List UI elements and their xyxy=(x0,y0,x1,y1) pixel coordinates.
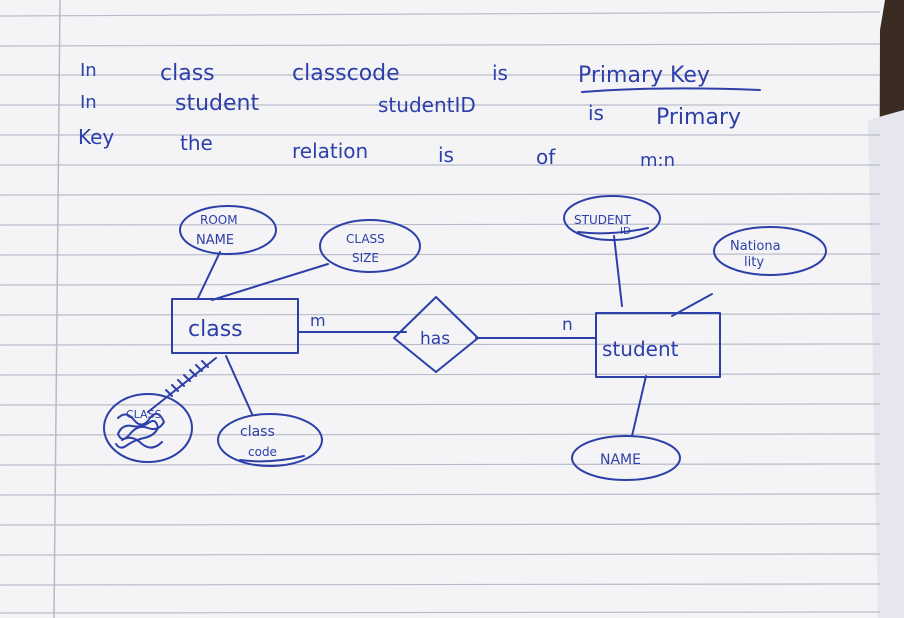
attribute-scribbled-ellipse xyxy=(103,393,193,463)
note-line1-word3: classcode xyxy=(292,61,400,86)
relationship-label: has xyxy=(420,329,450,349)
connector-studentid-student xyxy=(613,235,623,307)
attribute-class-size: CLASS SIZE xyxy=(319,219,421,273)
note-line1-word4: is xyxy=(492,61,508,85)
attribute-class-code-ellipse xyxy=(217,413,323,467)
attribute-scribbled: CLASS xyxy=(103,393,193,463)
note-line2-word1: In xyxy=(80,92,97,113)
attribute-class-code-line2: code xyxy=(248,445,277,459)
entity-student-box xyxy=(595,312,721,378)
margin-line xyxy=(53,0,61,618)
connector-class-classcode xyxy=(225,355,253,415)
note-line2-word2: student xyxy=(175,91,259,116)
attribute-room-name-line2: NAME xyxy=(196,233,234,248)
notes: In class classcode is Primary Key In stu… xyxy=(78,60,761,171)
entity-class-box xyxy=(171,298,299,354)
attribute-class-code-line1: class xyxy=(240,424,275,440)
attribute-room-name-ellipse xyxy=(179,205,277,255)
attribute-class-size-line2: SIZE xyxy=(352,251,379,265)
relationship-has: has xyxy=(393,296,479,373)
attribute-scribbled-scribble xyxy=(115,412,165,449)
attribute-nationality-line1: Nationa xyxy=(730,239,781,254)
paper-edge-shadow xyxy=(868,110,904,618)
relationship-diamond xyxy=(393,296,479,373)
attribute-name-line1: NAME xyxy=(600,452,641,468)
attribute-room-name: ROOM NAME xyxy=(179,205,277,255)
paper-sheet xyxy=(0,0,885,618)
note-line1-word5: Primary Key xyxy=(578,63,710,88)
connector-classsize-class xyxy=(211,263,329,301)
connector-roomname-class xyxy=(197,251,221,299)
entity-student: student xyxy=(595,312,721,378)
attribute-class-size-ellipse xyxy=(319,219,421,273)
attribute-name: NAME xyxy=(571,435,681,481)
note-line1-word1: In xyxy=(80,60,97,81)
note-line3-word4: is xyxy=(438,143,454,167)
attribute-scribbled-line1: CLASS xyxy=(126,408,162,421)
attribute-room-name-line1: ROOM xyxy=(200,213,238,227)
attribute-class-code-underline xyxy=(239,455,305,463)
er-connectors xyxy=(147,235,713,437)
note-line2-word4: is xyxy=(588,101,604,125)
attribute-nationality-ellipse xyxy=(713,226,827,276)
note-line2-word5: Primary xyxy=(656,105,741,130)
attribute-student-id-underline xyxy=(577,227,649,235)
attribute-nationality: Nationa lity xyxy=(713,226,827,276)
note-line3-word1: Key xyxy=(78,125,114,149)
note-line1-word2: class xyxy=(160,61,215,86)
connector-student-name xyxy=(631,375,647,437)
note-line3-word2: the xyxy=(180,131,213,155)
attribute-class-size-line1: CLASS xyxy=(346,232,385,246)
attribute-nationality-line2: lity xyxy=(744,255,764,270)
entity-student-label: student xyxy=(602,337,679,361)
note-line3-word6: m:n xyxy=(640,150,675,171)
attribute-class-code: class code xyxy=(217,413,323,467)
ruled-lines xyxy=(0,11,881,614)
cardinality-m: m xyxy=(310,311,326,330)
underline-primary-key xyxy=(581,87,761,93)
attribute-name-ellipse xyxy=(571,435,681,481)
entity-class: class xyxy=(171,298,299,354)
note-line3-word3: relation xyxy=(292,139,368,163)
attribute-student-id: STUDENT ID xyxy=(563,195,661,241)
connector-tick-marks xyxy=(165,360,209,397)
attribute-student-id-ellipse xyxy=(563,195,661,241)
er-diagram: class student has m n ROOM NAME CLASS SI… xyxy=(103,195,827,481)
note-line3-word5: of xyxy=(536,145,556,169)
cardinality-n: n xyxy=(562,315,573,335)
entity-class-label: class xyxy=(188,317,243,342)
note-line2-word3: studentID xyxy=(378,93,476,117)
attribute-student-id-line1: STUDENT xyxy=(574,213,632,227)
